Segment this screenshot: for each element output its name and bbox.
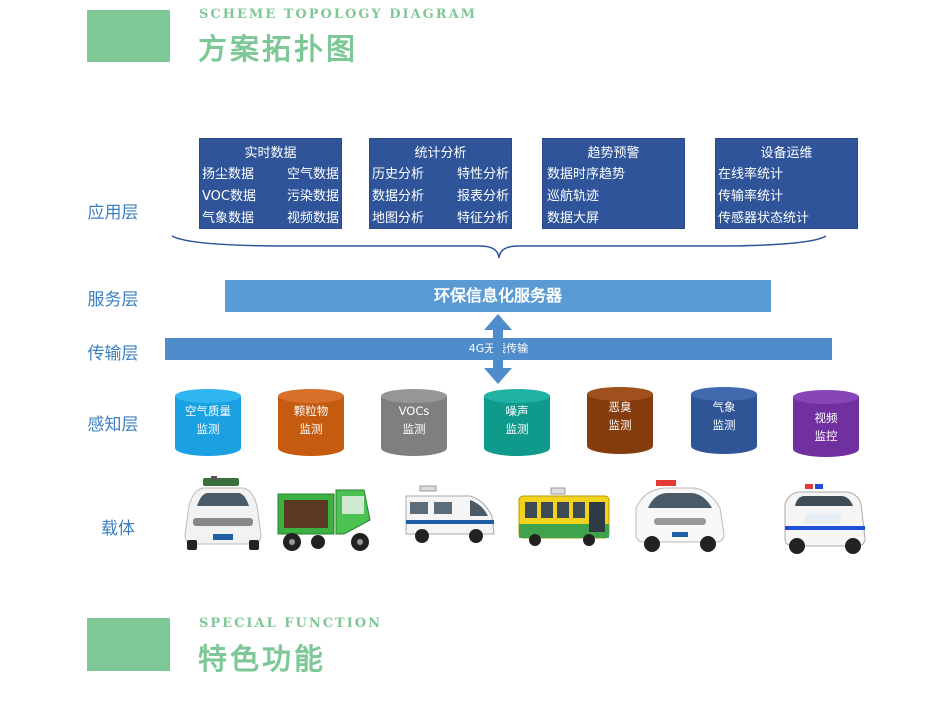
app-box-title: 设备运维	[760, 146, 813, 161]
sensor-label: 视频	[814, 411, 838, 425]
app-box-realtime-data: 实时数据 扬尘数据 空气数据 VOC数据 污染数据 气象数据 视频数据	[199, 138, 342, 229]
app-item: 历史分析	[372, 167, 425, 182]
bottom-header-chinese: 特色功能	[198, 642, 327, 676]
app-box-statistical-analysis: 统计分析 历史分析 特性分析 数据分析 报表分析 地图分析 特征分析	[369, 138, 512, 229]
cylinder-shape	[175, 389, 241, 456]
app-item: 巡航轨迹	[547, 189, 600, 204]
cylinder-shape	[278, 389, 344, 456]
sensor-odor: 恶臭监测	[585, 386, 655, 456]
app-item: 数据时序趋势	[547, 167, 626, 182]
server-bar: 环保信息化服务器	[225, 280, 771, 312]
bottom-header-english: SPECIAL FUNCTION	[199, 616, 383, 631]
sensor-label: 噪声	[505, 404, 529, 418]
cylinder-shape	[691, 387, 757, 454]
layer-label-carrier: 载体	[101, 519, 135, 539]
layer-label-perception: 感知层	[87, 415, 139, 435]
cylinder-shape	[793, 390, 859, 457]
mpv-icon	[635, 480, 725, 552]
sensor-label: 监测	[299, 422, 323, 436]
bus-icon	[518, 487, 610, 546]
cylinder-shape	[484, 389, 550, 456]
app-item: 传输率统计	[718, 189, 784, 204]
app-item: VOC数据	[202, 189, 256, 204]
sensor-noise: 噪声监测	[482, 388, 552, 458]
app-item: 数据分析	[372, 189, 425, 204]
application-brace	[171, 235, 827, 259]
cylinder-shape	[587, 387, 653, 454]
app-box-trend-warning: 趋势预警 数据时序趋势 巡航轨迹 数据大屏	[542, 138, 685, 229]
sensor-label: 空气质量	[185, 404, 231, 418]
app-item: 数据大屏	[547, 211, 600, 226]
app-item: 地图分析	[372, 211, 425, 226]
layer-label-application: 应用层	[87, 203, 139, 223]
sensor-video: 视频监控	[791, 389, 861, 459]
bottom-header-block	[87, 618, 170, 671]
app-item: 特征分析	[456, 211, 509, 226]
top-header-block	[87, 10, 170, 62]
top-header-chinese: 方案拓扑图	[198, 32, 359, 66]
app-item: 空气数据	[286, 167, 339, 182]
top-header-english: SCHEME TOPOLOGY DIAGRAM	[199, 7, 478, 22]
app-item: 视频数据	[286, 211, 339, 226]
app-box-device-maintenance: 设备运维 在线率统计 传输率统计 传感器状态统计	[715, 138, 858, 229]
sensor-label: 恶臭	[608, 400, 632, 414]
app-item: 在线率统计	[718, 167, 784, 182]
app-item: 污染数据	[286, 189, 339, 204]
sensor-weather: 气象监测	[689, 386, 759, 456]
sensor-vocs: VOCs 监测	[379, 388, 449, 458]
cylinder-shape	[381, 389, 447, 456]
sensor-label: 气象	[712, 400, 736, 414]
app-box-title: 统计分析	[414, 146, 467, 161]
sensor-label: 颗粒物	[293, 404, 329, 418]
double-arrow-icon	[484, 314, 512, 384]
suv-icon	[184, 476, 262, 550]
sensor-label: 监测	[196, 422, 220, 436]
sensor-label: 监控	[814, 429, 838, 443]
sensor-label: 监测	[608, 418, 632, 432]
electric-tricycle-icon	[277, 489, 371, 551]
van-icon	[405, 485, 495, 543]
app-item: 气象数据	[202, 211, 255, 226]
sensor-label: 监测	[402, 422, 426, 436]
sensor-air-quality: 空气质量监测	[173, 388, 243, 458]
sensor-label: VOCs	[398, 404, 430, 418]
layer-label-transport: 传输层	[87, 344, 139, 364]
app-box-title: 实时数据	[244, 146, 297, 161]
app-item: 特性分析	[456, 167, 509, 182]
patrol-car-icon	[784, 484, 866, 554]
sensor-label: 监测	[505, 422, 529, 436]
app-item: 扬尘数据	[202, 167, 255, 182]
sensor-label: 监测	[712, 418, 736, 432]
app-item: 报表分析	[456, 189, 509, 204]
layer-label-service: 服务层	[87, 290, 139, 310]
app-box-title: 趋势预警	[587, 146, 640, 161]
sensor-particulate: 颗粒物监测	[276, 388, 346, 458]
app-item: 传感器状态统计	[718, 211, 810, 226]
